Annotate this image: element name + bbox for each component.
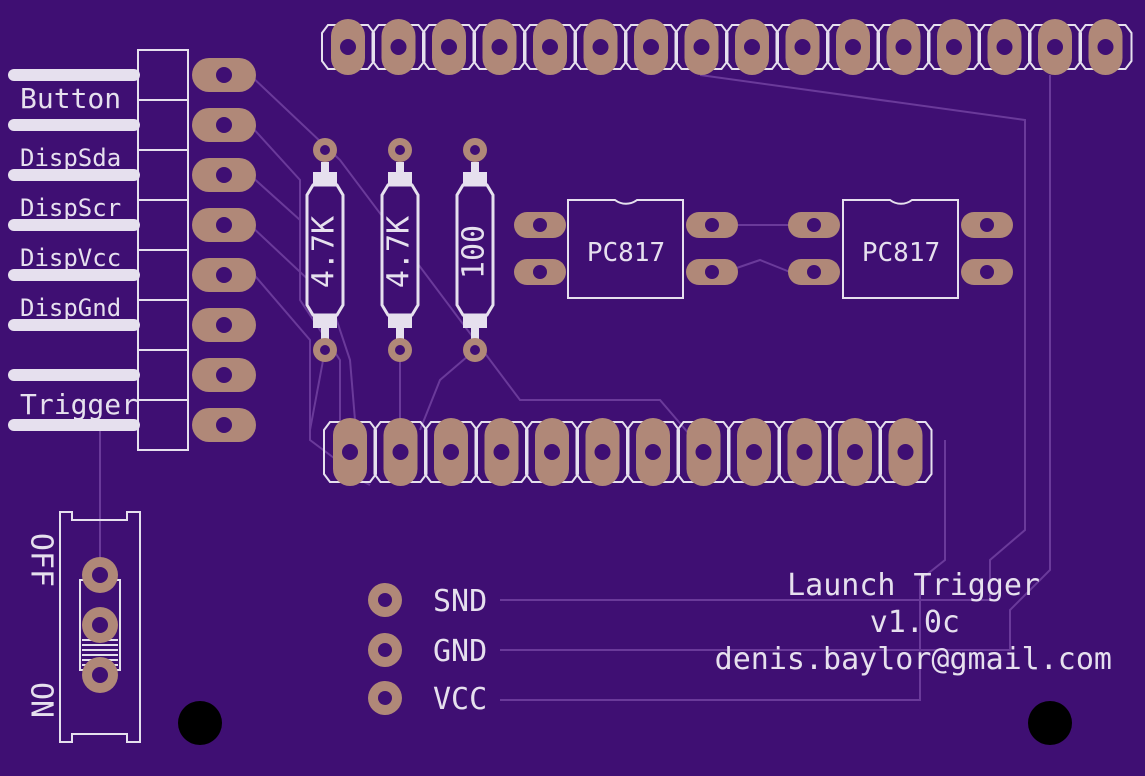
- connector-label: Button: [20, 82, 121, 115]
- connector-pin: [8, 119, 140, 131]
- header-outline: [422, 24, 476, 70]
- header-outline: [624, 24, 678, 70]
- connector-label: DispSda: [20, 144, 121, 172]
- header-outline: [828, 421, 882, 483]
- board-title: Launch Trigger: [787, 568, 1040, 603]
- connector-label: DispGnd: [20, 294, 121, 322]
- connector-pin: [8, 269, 140, 281]
- board-email: denis.baylor@gmail.com: [715, 642, 1112, 677]
- optocoupler: PC817: [788, 199, 1013, 299]
- resistor: 4.7K: [380, 138, 420, 362]
- copper-traces: [99, 74, 1051, 701]
- test-point: VCC: [368, 681, 487, 717]
- header-outline: [927, 24, 981, 70]
- resistor-value-label: 100: [457, 225, 492, 279]
- resistor-value-label: 4.7K: [307, 216, 342, 288]
- optocoupler-group: PC817 PC817: [514, 199, 1013, 299]
- test-point: GND: [368, 633, 487, 669]
- display-connector-header: ButtonDispSdaDispScrDispVccDispGndTrigge…: [8, 49, 256, 451]
- connector-pin: [8, 69, 140, 81]
- header-outline: [523, 24, 577, 70]
- connector-pin: [8, 369, 140, 381]
- header-outline: [775, 24, 830, 70]
- top-pin-header: [321, 19, 1133, 75]
- header-outline: [977, 24, 1032, 70]
- resistor-group: 4.7K 4.7K 100: [305, 138, 495, 362]
- switch-on-label: ON: [24, 682, 59, 718]
- header-outline: [777, 421, 832, 483]
- header-outline: [373, 421, 428, 483]
- header-outline: [725, 24, 779, 70]
- optocoupler-label: PC817: [587, 238, 665, 268]
- switch-outline: [59, 511, 141, 743]
- header-outline: [727, 421, 781, 483]
- resistor-value-label: 4.7K: [382, 216, 417, 288]
- test-point-label: VCC: [433, 682, 487, 717]
- header-outline: [676, 421, 731, 483]
- mounting-hole: [1028, 701, 1072, 745]
- connector-pin: [8, 319, 140, 331]
- test-point: SND: [368, 583, 487, 619]
- header-outline: [878, 421, 933, 483]
- header-outline: [424, 421, 478, 483]
- header-outline: [1078, 24, 1133, 70]
- header-outline: [371, 24, 426, 70]
- connector-label: DispScr: [20, 194, 121, 222]
- header-outline: [323, 421, 377, 483]
- test-point-label: GND: [433, 634, 487, 669]
- connector-pin: [8, 419, 140, 431]
- connector-pin: [8, 219, 140, 231]
- test-point-label: SND: [433, 584, 487, 619]
- connector-label: DispVcc: [20, 244, 121, 272]
- test-point-group: SND GND VCC: [368, 583, 487, 717]
- header-outline: [626, 421, 680, 483]
- credits-block: Launch Trigger v1.0c denis.baylor@gmail.…: [715, 568, 1112, 677]
- resistor: 100: [455, 138, 495, 362]
- header-outline: [321, 24, 375, 70]
- header-outline: [472, 24, 527, 70]
- header-outline: [573, 24, 628, 70]
- header-outline: [474, 421, 529, 483]
- header-outline: [826, 24, 880, 70]
- optocoupler: PC817: [514, 199, 738, 299]
- header-outline: [525, 421, 579, 483]
- header-outline: [1028, 24, 1082, 70]
- mounting-hole: [178, 701, 222, 745]
- header-outline: [575, 421, 630, 483]
- power-slide-switch: OFF ON: [24, 511, 141, 743]
- connector-pin: [8, 169, 140, 181]
- bottom-pin-header: [323, 418, 933, 486]
- board-version: v1.0c: [870, 605, 960, 640]
- header-outline: [674, 24, 729, 70]
- switch-off-label: OFF: [24, 533, 59, 587]
- optocoupler-label: PC817: [862, 238, 940, 268]
- connector-label: Trigger: [20, 388, 138, 421]
- resistor: 4.7K: [305, 138, 345, 362]
- header-outline: [876, 24, 931, 70]
